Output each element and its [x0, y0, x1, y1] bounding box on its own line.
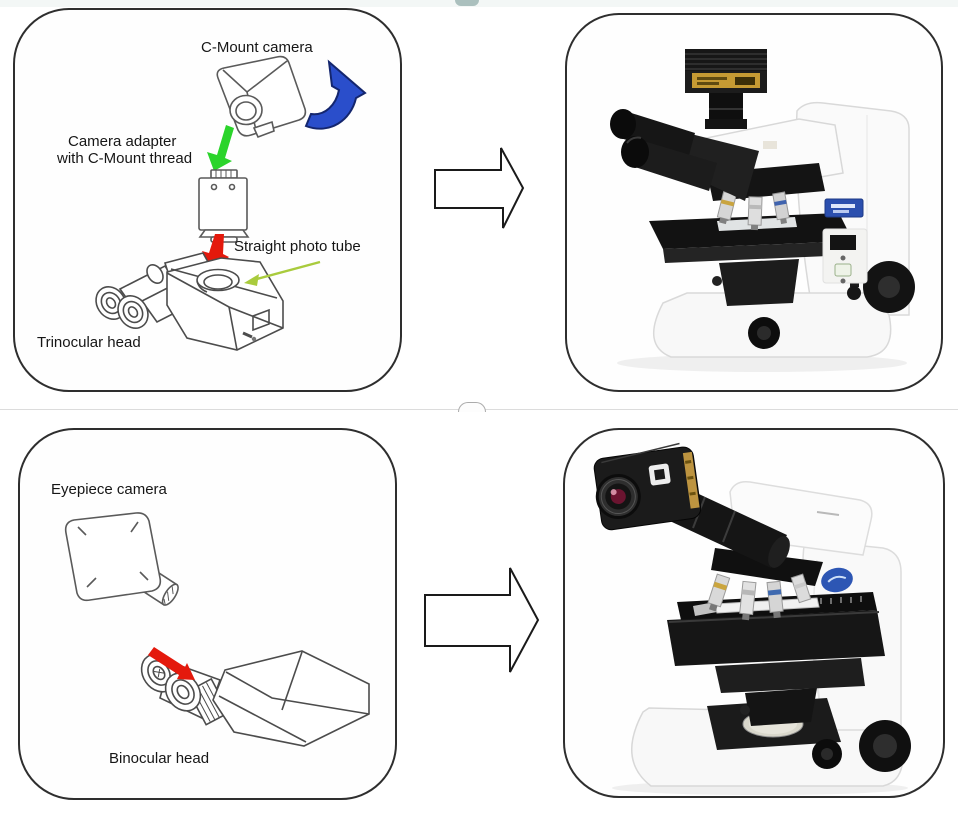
objectives	[707, 573, 812, 621]
trinocular-microscope-image	[610, 49, 915, 372]
camera-adapter-drawing	[198, 169, 250, 243]
trinocular-head-drawing	[95, 252, 284, 351]
label-c-mount-camera: C-Mount camera	[201, 39, 313, 56]
panel-eyepiece-diagram: Eyepiece camera Binocular head	[18, 428, 397, 800]
eyepiece-ring-front	[117, 295, 149, 329]
stage	[649, 213, 853, 249]
divider-notch	[458, 402, 486, 412]
c-mount-camera-photo	[685, 49, 767, 129]
brand-logo	[821, 567, 853, 593]
eyepiece-camera-photo	[593, 442, 702, 531]
cmount-diagram-art	[95, 55, 367, 351]
eyepiece-camera-drawing	[64, 512, 179, 606]
objectives	[716, 191, 790, 231]
olive-pointer-arrow-icon	[244, 260, 321, 286]
label-straight-photo-tube: Straight photo tube	[234, 238, 361, 255]
condenser	[719, 259, 799, 306]
condenser	[745, 688, 817, 726]
red-insert-arrow-icon	[148, 647, 195, 680]
control-panel	[822, 228, 868, 284]
label-camera-adapter-line1: Camera adapter	[68, 133, 177, 150]
panel-trinocular-photo	[565, 13, 943, 392]
adapter-screw	[228, 183, 236, 191]
label-eyepiece-camera: Eyepiece camera	[51, 481, 167, 498]
top-edge-dot	[455, 0, 479, 6]
eyepiece-tube-front	[164, 672, 202, 712]
stage	[667, 610, 885, 666]
eyepieces	[610, 109, 759, 201]
c-mount-camera-drawing	[216, 55, 307, 139]
top-edge-tint	[0, 0, 958, 7]
right-block-arrow	[424, 567, 540, 673]
label-trinocular-head: Trinocular head	[37, 334, 141, 351]
eyepiece-ring-rear	[95, 286, 127, 320]
adapter-screw	[210, 183, 218, 191]
flow-arrow-top	[434, 147, 525, 229]
green-mount-arrow-icon	[207, 125, 234, 171]
binocular-head-drawing	[140, 650, 370, 747]
label-camera-adapter-line2: with C-Mount thread	[57, 150, 193, 167]
shadow	[617, 354, 907, 372]
rotate-arrow-icon	[304, 59, 367, 130]
flow-arrow-bottom	[424, 567, 540, 673]
right-block-arrow	[434, 147, 525, 229]
eyepiece-diagram-art	[64, 512, 370, 747]
panel-cmount-diagram: C-Mount camera Camera adapter with C-Mou…	[13, 8, 402, 392]
binocular-microscope-image	[593, 442, 911, 795]
panel-binocular-photo	[563, 428, 945, 798]
label-binocular-head: Binocular head	[109, 750, 210, 767]
